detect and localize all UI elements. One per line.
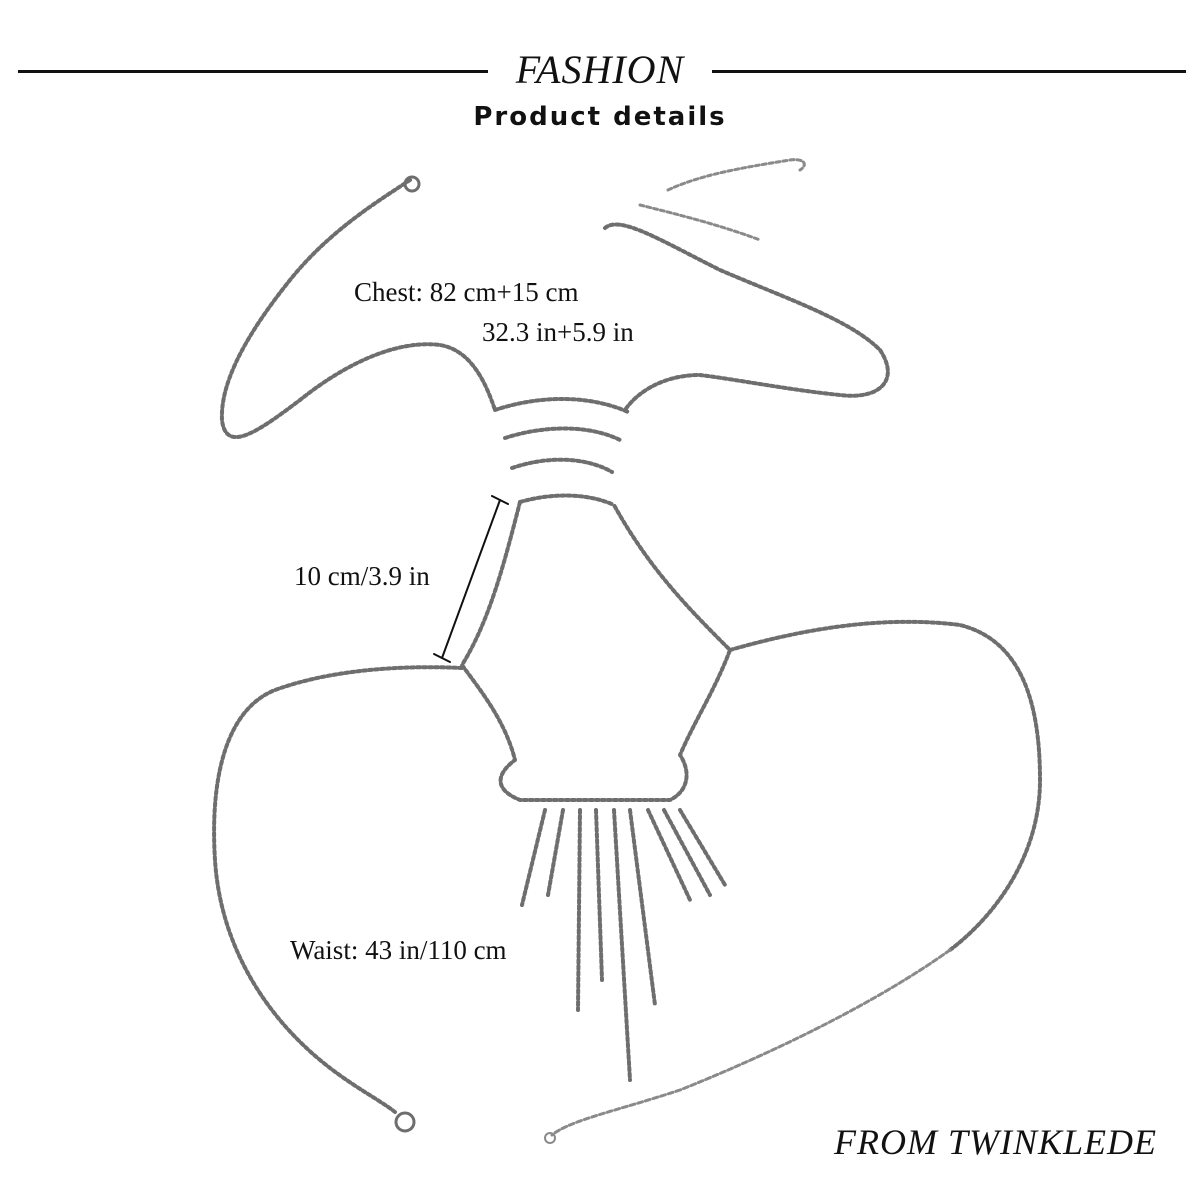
clasp-icon (394, 1111, 416, 1133)
left-shoulder-strap (219, 178, 497, 440)
top-extender-chain (666, 158, 806, 192)
strap-gap-measure-line (441, 499, 501, 659)
center-frame (460, 500, 732, 802)
tassel-1 (520, 808, 547, 907)
tassel-4 (594, 808, 604, 982)
waist-extender-chain (550, 948, 952, 1137)
right-waist-chain (728, 619, 1042, 952)
tassel-3 (576, 808, 582, 1012)
chest-measurement-cm: Chest: 82 cm+15 cm (354, 277, 579, 307)
chest-tier-3 (510, 457, 614, 474)
page-subtitle: Product details (473, 102, 727, 132)
tassel-2 (546, 808, 565, 897)
tassel-8 (662, 808, 712, 897)
chest-tier-2 (503, 426, 622, 442)
tassel-5 (612, 808, 632, 1082)
chest-tier-1 (493, 397, 630, 414)
left-waist-chain (212, 665, 464, 1114)
right-shoulder-strap (603, 222, 890, 412)
footer-brand: FROM TWINKLEDE (834, 1122, 1157, 1162)
chest-measurement-in: 32.3 in+5.9 in (482, 317, 634, 347)
clasp-icon (403, 175, 421, 193)
waist-measurement: Waist: 43 in/110 cm (290, 935, 507, 965)
header-rule-left (18, 70, 488, 73)
strap-gap-measurement: 10 cm/3.9 in (294, 561, 430, 591)
extender-end-icon (544, 1132, 556, 1144)
header-rule-right (712, 70, 1186, 73)
tassel-7 (646, 808, 692, 902)
tassel-6 (628, 808, 657, 1007)
tassel-9 (678, 808, 727, 887)
chest-tier-4 (518, 493, 616, 507)
brand-title: FASHION (515, 47, 685, 92)
